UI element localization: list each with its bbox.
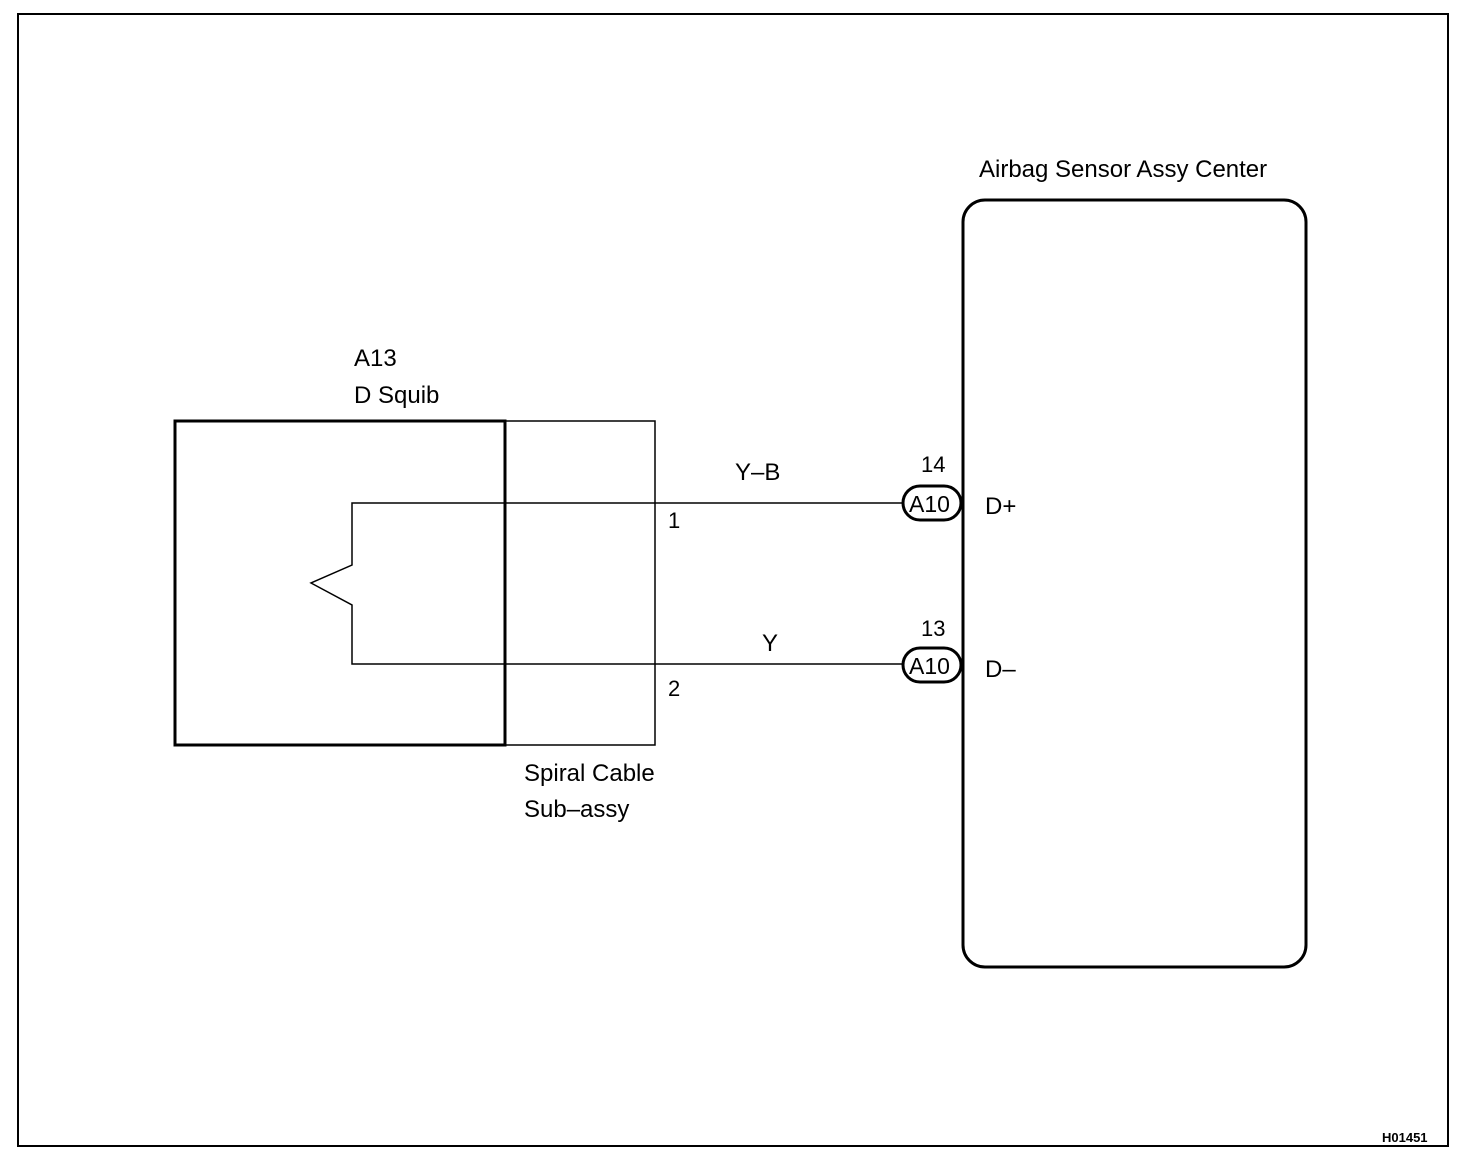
spiral-cable-box [505,420,656,746]
connector-lower-pin: 13 [921,616,945,641]
squib-code: A13 [354,345,397,372]
airbag-sensor-title: Airbag Sensor Assy Center [979,156,1267,183]
connector-upper-label: A10 [909,491,950,517]
terminal-d-plus: D+ [985,493,1016,520]
diagram-frame [17,13,1449,1147]
spiral-cable-label-line1: Spiral Cable [524,760,655,787]
spiral-pin-2: 2 [668,676,680,701]
connector-lower-badge [901,646,963,684]
wire-color-upper: Y–B [735,459,780,486]
connector-upper-pin: 14 [921,452,945,477]
squib-name: D Squib [354,382,439,409]
spiral-cable-label-line2: Sub–assy [524,796,629,823]
connector-upper-badge [901,484,963,522]
squib-element-symbol [309,502,903,665]
spiral-pin-1: 1 [668,508,680,533]
terminal-d-minus: D– [985,656,1016,683]
squib-box [173,419,507,747]
figure-code: H01451 [1382,1130,1428,1145]
connector-lower-label: A10 [909,653,950,679]
wire-color-lower: Y [762,630,778,657]
airbag-sensor-box [961,198,1308,969]
